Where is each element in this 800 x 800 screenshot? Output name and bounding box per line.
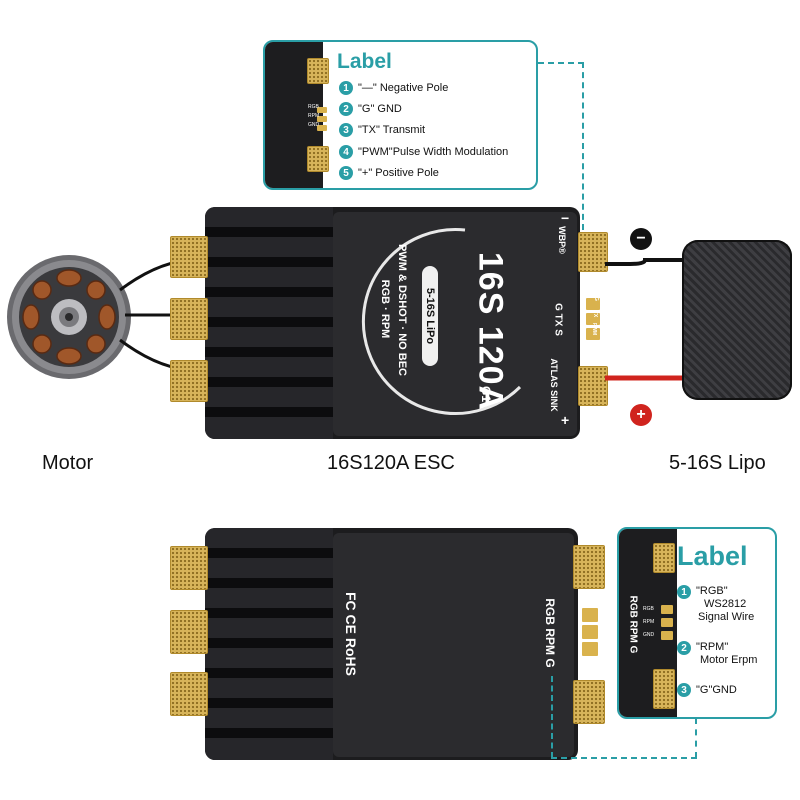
number-badge: 3 — [339, 123, 353, 137]
bottom-callout-connector-h — [551, 757, 697, 759]
number-badge: 1 — [339, 81, 353, 95]
negative-pole-icon: − — [630, 228, 652, 250]
mini-port-icon — [307, 105, 331, 133]
rgb-pad-icon — [653, 543, 675, 573]
top-mini-label-rpm: RPM — [308, 113, 320, 119]
label-item-g: 3 "G"GND — [677, 683, 737, 697]
battery-positive-pad — [578, 366, 608, 406]
bottom-motor-pad-b — [170, 610, 208, 654]
number-badge: 2 — [339, 102, 353, 116]
callout-title: Label — [677, 541, 748, 571]
esc-heatsink — [205, 207, 333, 439]
battery-negative-pad — [578, 232, 608, 272]
label-item-negative: 1 "—" Negative Pole — [339, 81, 448, 95]
label-item-positive: 5 "+" Positive Pole — [339, 166, 439, 180]
port-mini-g: G — [592, 297, 599, 301]
positive-pole-icon: + — [630, 404, 652, 426]
esc-ring-graphic — [361, 228, 522, 415]
top-callout-connector — [538, 62, 584, 64]
esc-bottom-cover — [333, 533, 574, 757]
motor-image — [7, 255, 131, 379]
positive-pad-icon — [307, 146, 329, 172]
port-mini-tx: TX — [592, 310, 599, 318]
side-port-label: RGB RPM G — [627, 595, 639, 654]
top-callout-connector-v — [582, 62, 584, 230]
esc-plus-mark: + — [561, 412, 570, 428]
top-label-callout: Label 1 "—" Negative Pole 2 "G" GND 3 "T… — [263, 40, 538, 190]
esc-line1-text: PWM & DSHOT · NO BEC — [396, 244, 408, 376]
bottom-battery-pad-a — [573, 545, 605, 589]
label-item-pwm: 4 "PWM"Pulse Width Modulation — [339, 145, 508, 159]
top-mini-label-rgb: RGB — [308, 104, 319, 110]
bottom-label-callout: RGB RPM G RGB RPM GND Label 1 "RGB" WS28… — [617, 527, 777, 719]
esc-generation-text: G1 — [479, 385, 494, 403]
lipo-battery-image — [682, 240, 792, 400]
brand-logo-text: WBP® — [556, 226, 567, 254]
bottom-battery-pad-b — [573, 680, 605, 724]
label-item-rpm: 2 "RPM" Motor Erpm — [677, 641, 757, 667]
mini-port-icon: RGB RPM GND — [643, 603, 675, 643]
bottom-signal-port — [574, 606, 602, 660]
bottom-callout-connector-v2 — [695, 718, 697, 758]
number-badge: 1 — [677, 585, 691, 599]
number-badge: 4 — [339, 145, 353, 159]
motor-caption: Motor — [42, 452, 94, 474]
label-item-tx: 3 "TX" Transmit — [339, 123, 425, 137]
esc-minus-mark: − — [561, 210, 570, 226]
port-mini-pwm: PWM — [591, 322, 598, 336]
cert-marks-text: FC CE RoHS — [343, 592, 359, 676]
label-item-rgb: 1 "RGB" WS2812 Signal Wire — [677, 585, 754, 624]
label-item-gnd: 2 "G" GND — [339, 102, 402, 116]
callout-title: Label — [337, 50, 392, 73]
bottom-port-label: RGB RPM G — [543, 598, 557, 668]
number-badge: 2 — [677, 641, 691, 655]
gnd-pad-icon — [653, 669, 675, 709]
esc-bottom-heatsink — [205, 528, 333, 760]
port-label-text: G TX S — [552, 303, 564, 336]
lipo-caption: 5-16S Lipo — [669, 452, 766, 474]
esc-caption: 16S120A ESC — [327, 452, 455, 474]
motor-pad-a — [170, 236, 208, 278]
atlas-sink-text: ATLAS SINK — [549, 358, 559, 412]
motor-pad-c — [170, 360, 208, 402]
bottom-callout-connector-v — [551, 676, 553, 758]
bottom-motor-pad-a — [170, 546, 208, 590]
negative-pad-icon — [307, 58, 329, 84]
esc-line2-text: RGB · RPM — [379, 279, 391, 339]
top-mini-label-gnd: GND — [308, 122, 320, 128]
bottom-motor-pad-c — [170, 672, 208, 716]
esc-top-cover — [333, 212, 577, 436]
motor-pad-b — [170, 298, 208, 340]
number-badge: 3 — [677, 683, 691, 697]
signal-port — [583, 296, 605, 344]
number-badge: 5 — [339, 166, 353, 180]
esc-cells-text: 5-16S LiPo — [422, 266, 438, 366]
